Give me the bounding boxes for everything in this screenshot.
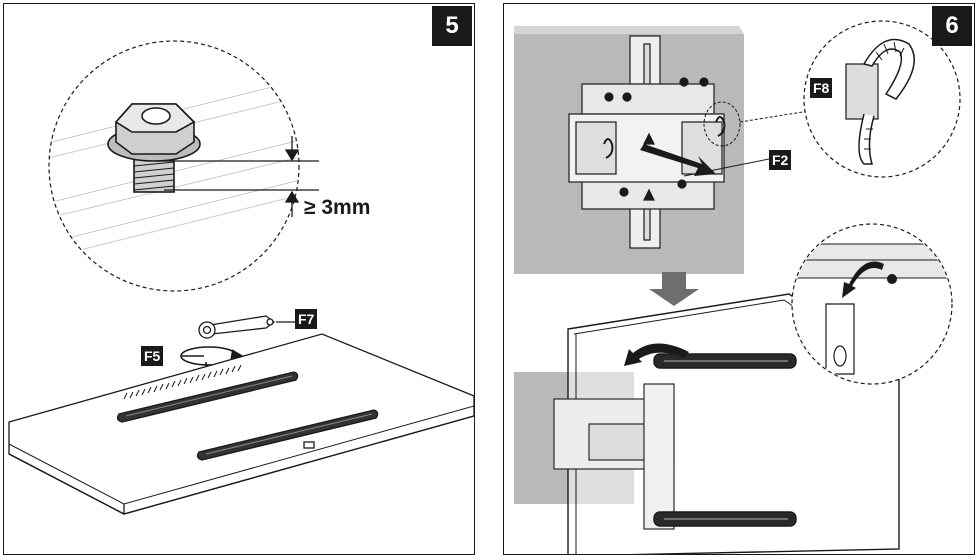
step-6-panel: 6 F2 F8 [503, 3, 975, 555]
step-6-illustration [514, 20, 961, 554]
rotate-arrow [632, 343, 689, 361]
part-label-f2: F2 [769, 150, 792, 170]
measurement-markers [154, 136, 319, 217]
hex-bolt-icon [107, 103, 201, 193]
thread-length-label: ≥ 3mm [304, 196, 371, 219]
hook-magnifier [791, 223, 953, 385]
step-5-panel: 5 ≥ 3mm F7 F5 [3, 3, 475, 555]
pull-arrow [640, 144, 716, 176]
part-label-f8: F8 [810, 78, 833, 98]
cable-tie-icon [603, 116, 726, 159]
step-number: 5 [432, 6, 472, 46]
step-number: 6 [932, 6, 972, 46]
part-label-f7: F7 [295, 309, 318, 329]
step-5-illustration [8, 40, 474, 515]
part-label-f5: F5 [141, 346, 164, 366]
cable-tie-magnifier [803, 20, 961, 178]
tv-back-panel [8, 333, 474, 515]
down-arrow-icon [649, 272, 699, 306]
wrench-icon [198, 315, 276, 339]
